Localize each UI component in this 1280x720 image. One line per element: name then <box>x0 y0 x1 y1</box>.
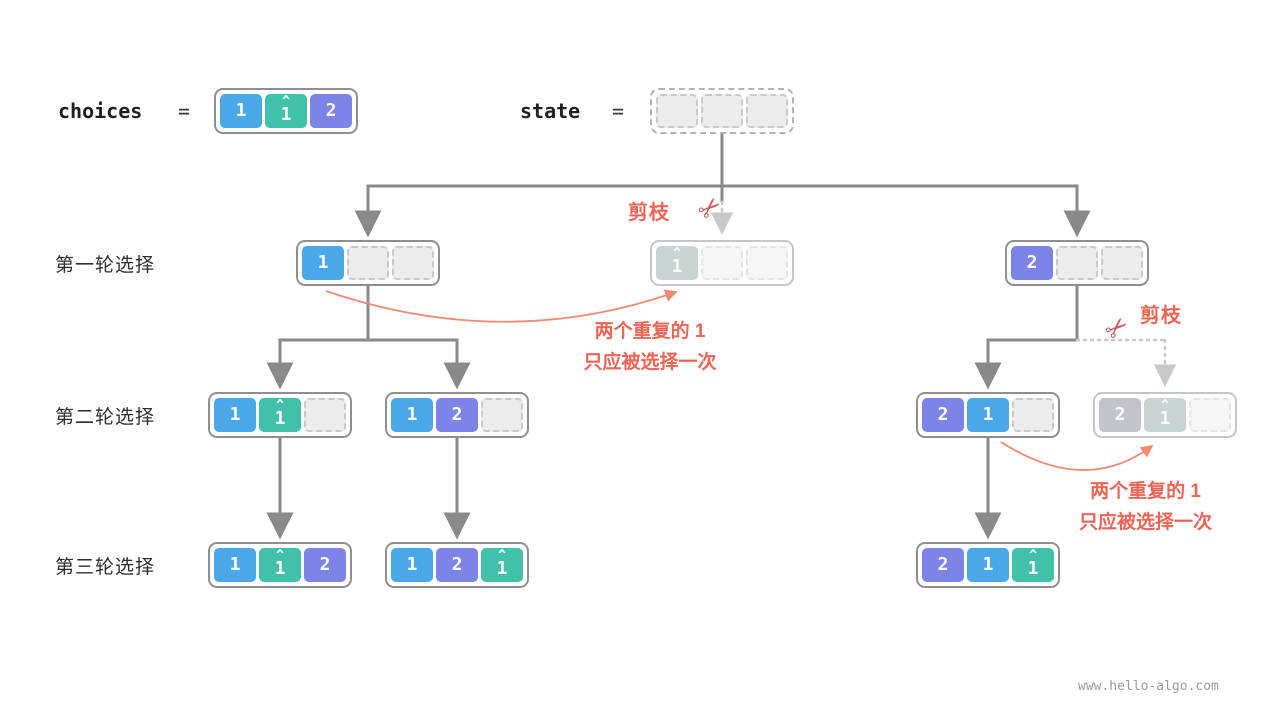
state-box-round2-1-1hat: 1 ^ 1 <box>208 392 352 438</box>
state-cell: 2 <box>304 548 346 582</box>
choice-cell-1: 1 <box>220 94 262 128</box>
state-box-round1-choose-2: 2 <box>1005 240 1149 286</box>
state-cell: 1 <box>967 548 1009 582</box>
hat-mark: ^ <box>276 397 284 413</box>
hat-mark: ^ <box>1161 397 1169 413</box>
prune-label-right: 剪枝 <box>1140 305 1182 327</box>
state-cell: 2 <box>436 398 478 432</box>
row-label-round-2: 第二轮选择 <box>55 407 156 428</box>
empty-cell <box>746 246 788 280</box>
state-cell-duplicate: ^ 1 <box>1012 548 1054 582</box>
state-cell: 2 <box>1099 398 1141 432</box>
note-line: 两个重复的 1 <box>1090 481 1201 502</box>
choice-cell-2: 2 <box>310 94 352 128</box>
state-cell: 1 <box>214 548 256 582</box>
state-box-round3-1-1hat-2: 1 ^ 1 2 <box>208 542 352 588</box>
state-box-round2-1-2: 1 2 <box>385 392 529 438</box>
state-cell: 2 <box>1011 246 1053 280</box>
empty-cell <box>1101 246 1143 280</box>
state-box-round3-1-2-1hat: 1 2 ^ 1 <box>385 542 529 588</box>
state-box-round2-pruned-2-1hat: 2 ^ 1 <box>1093 392 1237 438</box>
empty-cell <box>656 94 698 128</box>
choices-box: 1 ^ 1 2 <box>214 88 358 134</box>
empty-cell <box>392 246 434 280</box>
state-cell-duplicate: ^ 1 <box>259 398 301 432</box>
hat-mark: ^ <box>1029 547 1037 563</box>
row-label-round-3: 第三轮选择 <box>55 557 156 578</box>
empty-cell <box>1189 398 1231 432</box>
state-box-round1-choose-1: 1 <box>296 240 440 286</box>
state-box-round2-2-1: 2 1 <box>916 392 1060 438</box>
note-line: 只应被选择一次 <box>1078 512 1212 533</box>
hat-mark: ^ <box>276 547 284 563</box>
state-box-round1-pruned-duplicate-1: ^ 1 <box>650 240 794 286</box>
duplicate-note-left: 两个重复的 1 只应被选择一次 <box>540 316 760 378</box>
state-cell: 1 <box>302 246 344 280</box>
state-cell-duplicate: ^ 1 <box>656 246 698 280</box>
state-cell: 1 <box>391 398 433 432</box>
state-label: state <box>520 99 581 123</box>
state-cell: 2 <box>922 548 964 582</box>
empty-cell <box>1056 246 1098 280</box>
state-cell-duplicate: ^ 1 <box>481 548 523 582</box>
state-equals-sign: = <box>612 99 625 123</box>
empty-cell <box>1012 398 1054 432</box>
hat-mark: ^ <box>498 547 506 563</box>
hat-mark: ^ <box>673 245 681 261</box>
prune-label-top: 剪枝 <box>628 202 670 224</box>
state-root-box <box>650 88 794 134</box>
state-box-round3-2-1-1hat: 2 1 ^ 1 <box>916 542 1060 588</box>
note-line: 两个重复的 1 <box>594 321 706 342</box>
state-cell-duplicate: ^ 1 <box>1144 398 1186 432</box>
duplicate-note-right: 两个重复的 1 只应被选择一次 <box>1038 476 1253 538</box>
empty-cell <box>746 94 788 128</box>
choices-label: choices <box>58 99 143 123</box>
state-cell: 1 <box>967 398 1009 432</box>
state-cell-duplicate: ^ 1 <box>259 548 301 582</box>
hat-mark: ^ <box>282 93 290 109</box>
empty-cell <box>347 246 389 280</box>
empty-cell <box>701 246 743 280</box>
row-label-round-1: 第一轮选择 <box>55 255 156 276</box>
note-line: 只应被选择一次 <box>583 352 717 373</box>
state-cell: 1 <box>391 548 433 582</box>
empty-cell <box>304 398 346 432</box>
empty-cell <box>481 398 523 432</box>
state-cell: 2 <box>436 548 478 582</box>
choices-equals-sign: = <box>178 99 191 123</box>
state-cell: 1 <box>214 398 256 432</box>
choice-cell-1-duplicate: ^ 1 <box>265 94 307 128</box>
watermark-text: www.hello-algo.com <box>1078 679 1219 694</box>
empty-cell <box>701 94 743 128</box>
state-cell: 2 <box>922 398 964 432</box>
